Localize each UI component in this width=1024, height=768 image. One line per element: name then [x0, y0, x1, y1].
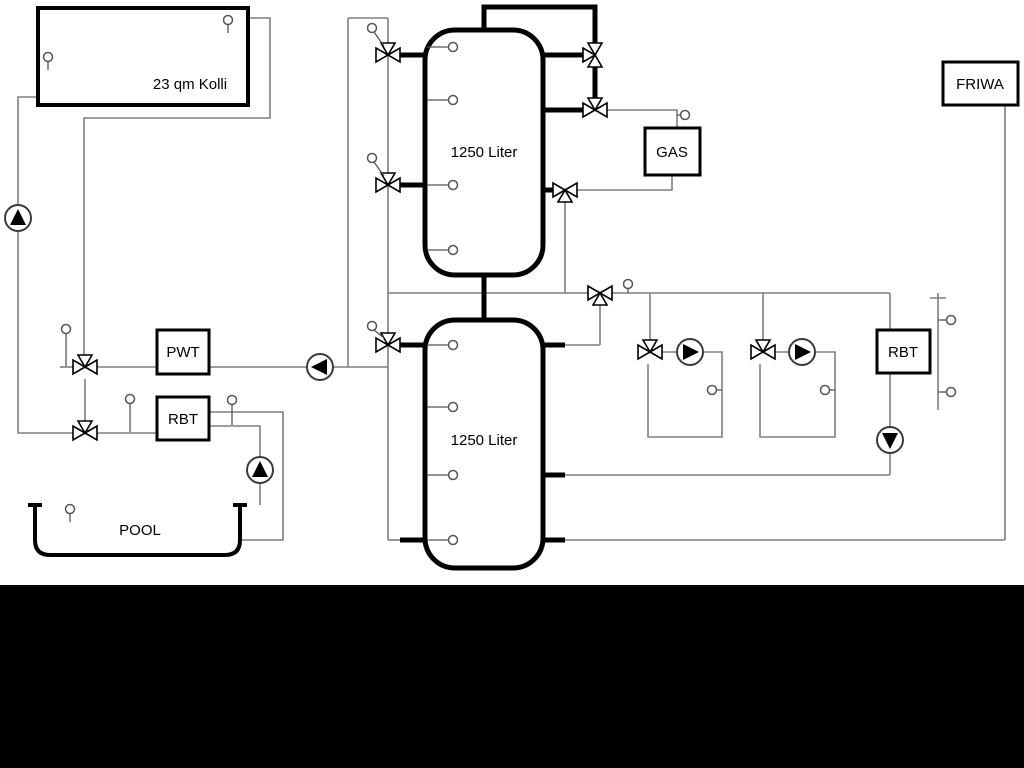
- circuit1-sensor-icon: [706, 384, 718, 396]
- gas-label: GAS: [656, 144, 688, 161]
- tank-bottom-body: [422, 317, 546, 571]
- pwt-label: PWT: [166, 344, 199, 361]
- pwt-sensor-icon: [60, 323, 72, 335]
- valve-rbt-left-icon: [72, 420, 98, 442]
- solar-pump-icon: [4, 204, 32, 232]
- circuit1-pump-icon: [676, 338, 704, 366]
- valve-gas-supply-icon: [582, 97, 608, 119]
- collector-box: [36, 6, 250, 107]
- valve-pwt-icon: [72, 354, 98, 376]
- valve1-actuator-icon: [366, 22, 378, 34]
- rbt-right-unit: RBT: [875, 328, 932, 375]
- tank-bottom-label: 1250 Liter: [451, 432, 518, 449]
- tank-bottom-sensor3-icon: [447, 469, 459, 481]
- valve2-actuator-icon: [366, 152, 378, 164]
- tank-top-sensor3-icon: [447, 179, 459, 191]
- rbt-left-sensor2-icon: [226, 394, 238, 406]
- gas-sensor-icon: [679, 109, 691, 121]
- rbt-right-sensor1-icon: [945, 314, 957, 326]
- friwa-label: FRIWA: [956, 76, 1004, 93]
- pool-pump-icon: [246, 456, 274, 484]
- rbt-right-label: RBT: [888, 344, 918, 361]
- pipe-network: [17, 17, 1006, 541]
- valve-tank-bottom-icon: [375, 332, 401, 354]
- collector-label: 23 qm Kolli: [153, 76, 227, 93]
- tank-bottom-sensor4-icon: [447, 534, 459, 546]
- tank-top-sensor1-icon: [447, 41, 459, 53]
- pool-sensor-icon: [64, 503, 76, 515]
- gas-boiler: GAS: [643, 126, 702, 177]
- rbt-left-sensor1-icon: [124, 393, 136, 405]
- circuit2-sensor-icon: [819, 384, 831, 396]
- pool-label: POOL: [119, 522, 161, 539]
- collector-sensor-right-icon: [222, 14, 234, 26]
- rbt-right-box: [875, 328, 932, 375]
- valve-gas-return-icon: [552, 181, 578, 203]
- valve-tank-top-upper-icon: [375, 42, 401, 64]
- rbt-left-unit: RBT: [155, 395, 211, 442]
- header-valve-actuator-icon: [622, 278, 634, 290]
- friwa-unit: FRIWA: [941, 60, 1020, 107]
- valve-circuit2-icon: [750, 339, 776, 361]
- solar-collector: 23 qm Kolli: [36, 6, 250, 107]
- rbt-right-pump-icon: [876, 426, 904, 454]
- tank-top-sensor4-icon: [447, 244, 459, 256]
- footer-black-band: [0, 585, 1024, 768]
- gas-box: [643, 126, 702, 177]
- valve-header-icon: [587, 284, 613, 306]
- tank-top-body: [422, 27, 546, 278]
- tank-sensors: [427, 41, 459, 546]
- buffer-tank-top: 1250 Liter: [422, 27, 546, 278]
- pwt-unit: PWT: [155, 328, 211, 376]
- collector-sensor-left-icon: [42, 51, 54, 63]
- tank-top-sensor2-icon: [447, 94, 459, 106]
- valve3-actuator-icon: [366, 320, 378, 332]
- rbt-left-box: [155, 395, 211, 442]
- sensors: [42, 14, 957, 522]
- pwt-pump-icon: [306, 353, 334, 381]
- thick-pipes: [400, 4, 598, 543]
- valve-top-right-icon: [582, 42, 604, 68]
- buffer-tank-bottom: 1250 Liter: [422, 317, 546, 571]
- circuit2-pump-icon: [788, 338, 816, 366]
- tank-bottom-sensor2-icon: [447, 401, 459, 413]
- pool-basin: POOL: [28, 503, 247, 557]
- friwa-box: [941, 60, 1020, 107]
- tank-top-label: 1250 Liter: [451, 144, 518, 161]
- rbt-left-label: RBT: [168, 411, 198, 428]
- valve-circuit1-icon: [637, 339, 663, 361]
- valve-tank-top-lower-icon: [375, 172, 401, 194]
- pwt-box: [155, 328, 211, 376]
- tank-bottom-sensor1-icon: [447, 339, 459, 351]
- rbt-right-sensor2-icon: [945, 386, 957, 398]
